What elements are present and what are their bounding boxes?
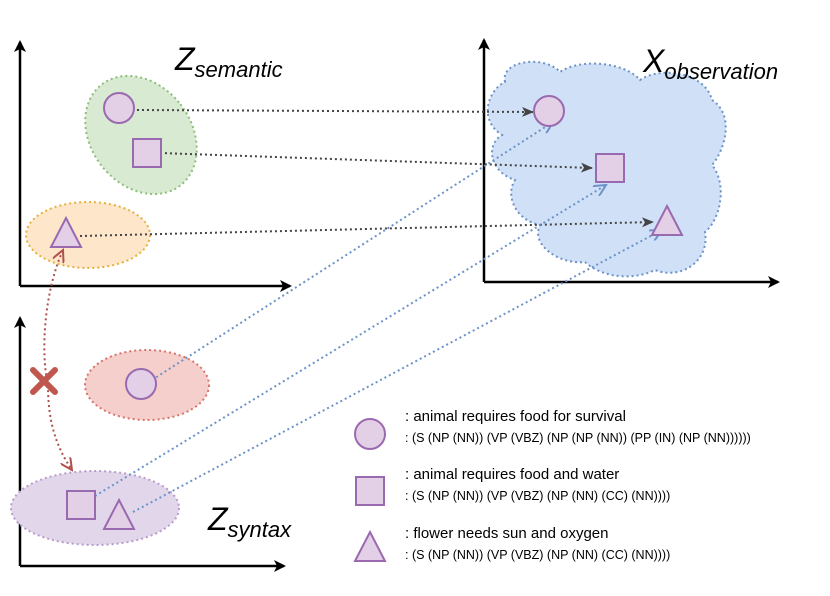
triangle-icon bbox=[650, 203, 684, 236]
syntax-circle-arrow bbox=[151, 122, 553, 381]
legend-sentence-triangle: : flower needs sun and oxygen bbox=[405, 525, 608, 542]
semantic-square-arrow bbox=[159, 152, 593, 173]
syntax-space-label: Zsyntax bbox=[207, 501, 292, 542]
legend-circle-icon bbox=[354, 418, 386, 450]
observation-space-label: Xobservation bbox=[642, 43, 778, 84]
triangle-icon bbox=[49, 215, 83, 248]
observation-axes bbox=[478, 38, 780, 288]
legend-parse-square: : (S (NP (NN)) (VP (VBZ) (NP (NN) (CC) (… bbox=[405, 489, 670, 503]
square-icon bbox=[595, 153, 625, 183]
legend-triangle-icon bbox=[353, 529, 387, 562]
blocked-swap-arrow bbox=[43, 250, 63, 386]
square-icon bbox=[132, 138, 162, 168]
semantic-circle-arrow bbox=[136, 106, 534, 117]
legend-sentence-circle: : animal requires food for survival bbox=[405, 408, 626, 425]
circle-icon bbox=[103, 92, 135, 124]
legend: : animal requires food for survival : (S… bbox=[353, 408, 751, 562]
square-icon bbox=[66, 490, 96, 520]
x-mark-icon bbox=[30, 367, 58, 395]
semantic-triangle-arrow bbox=[79, 217, 654, 237]
semantic-space-label: Zsemantic bbox=[174, 41, 283, 82]
blocked-swap-arrow-lower bbox=[47, 384, 72, 470]
legend-parse-circle: : (S (NP (NN)) (VP (VBZ) (NP (NP (NN)) (… bbox=[405, 431, 751, 445]
syntax-axes bbox=[14, 316, 286, 572]
legend-sentence-square: : animal requires food and water bbox=[405, 466, 619, 483]
circle-icon bbox=[125, 368, 157, 400]
legend-square-icon bbox=[355, 476, 385, 506]
syntax-square-arrow bbox=[94, 185, 606, 497]
circle-icon bbox=[533, 95, 565, 127]
legend-parse-triangle: : (S (NP (NN)) (VP (VBZ) (NP (NN) (CC) (… bbox=[405, 548, 670, 562]
semantic-axes bbox=[14, 40, 292, 292]
triangle-icon bbox=[102, 497, 136, 530]
